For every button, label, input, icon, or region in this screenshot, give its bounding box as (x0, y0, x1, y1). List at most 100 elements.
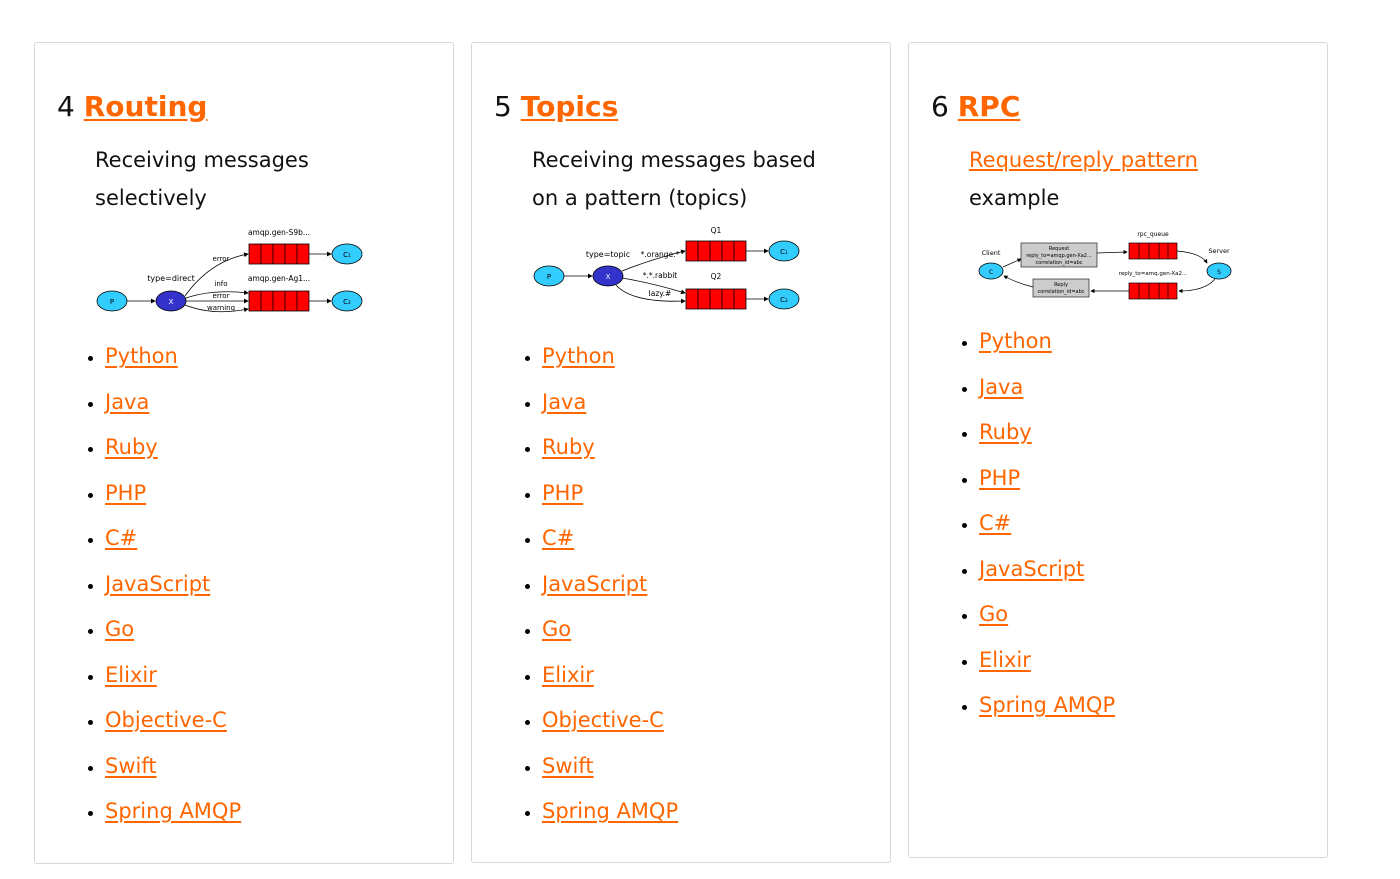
list-item: Ruby (542, 427, 678, 473)
consumer-node (768, 240, 800, 262)
list-item: Ruby (979, 412, 1115, 458)
list-item: Spring AMQP (979, 685, 1115, 731)
list-item: Spring AMQP (105, 791, 241, 837)
language-link-javascript[interactable]: JavaScript (542, 571, 648, 596)
language-link-elixir[interactable]: Elixir (542, 662, 594, 687)
consumer-node (768, 288, 800, 310)
language-link-python[interactable]: Python (105, 344, 178, 368)
language-link-swift[interactable]: Swift (105, 753, 157, 778)
binding-label: lazy.# (649, 289, 672, 298)
language-link-objective-c[interactable]: Objective-C (105, 708, 227, 732)
language-link-csharp[interactable]: C# (542, 526, 575, 550)
list-item: Go (979, 594, 1115, 640)
tutorial-card-topics: 5 Topics Receiving messages based on a p… (471, 42, 891, 863)
language-link-php[interactable]: PHP (105, 480, 147, 505)
queue-1 (685, 240, 747, 262)
language-link-spring-amqp[interactable]: Spring AMQP (979, 693, 1116, 717)
language-link-swift[interactable]: Swift (542, 753, 594, 778)
card-title-link[interactable]: Routing (83, 90, 208, 123)
client-node-label: C (989, 269, 993, 276)
queue-label: rpc_queue (1137, 231, 1169, 238)
language-link-go[interactable]: Go (979, 602, 1009, 626)
language-link-php[interactable]: PHP (979, 465, 1021, 490)
language-link-go[interactable]: Go (542, 617, 572, 641)
consumer-label: C₂ (780, 296, 788, 304)
exchange-type-label: type=direct (147, 274, 194, 283)
queue-label: Q2 (711, 272, 722, 281)
list-item: Objective-C (105, 700, 241, 746)
language-link-java[interactable]: Java (542, 389, 587, 414)
svg-text:reply_to=amqp.gen-Xa2...: reply_to=amqp.gen-Xa2... (1026, 253, 1092, 259)
list-item: PHP (542, 473, 678, 519)
consumer-node (331, 243, 363, 265)
queue-2 (248, 290, 310, 312)
svg-text:Reply: Reply (1054, 282, 1068, 288)
language-link-python[interactable]: Python (979, 329, 1052, 353)
reply-queue-label: reply_to=amq.gen-Xa2... (1119, 271, 1188, 277)
language-link-csharp[interactable]: C# (105, 526, 138, 550)
list-item: PHP (105, 473, 241, 519)
card-description: Request/reply pattern example (969, 141, 1269, 217)
list-item: Elixir (542, 655, 678, 701)
language-link-elixir[interactable]: Elixir (105, 662, 157, 687)
language-link-php[interactable]: PHP (542, 480, 584, 505)
list-item: JavaScript (105, 564, 241, 610)
reply-message-box: Reply correlation_id=abc (1032, 278, 1090, 298)
language-link-go[interactable]: Go (105, 617, 135, 641)
language-link-objective-c[interactable]: Objective-C (542, 708, 664, 732)
exchange-label: X (169, 298, 174, 306)
list-item: Python (542, 336, 678, 382)
language-link-elixir[interactable]: Elixir (979, 647, 1031, 672)
exchange-type-label: type=topic (586, 250, 630, 259)
card-heading: 6 RPC (931, 87, 1020, 127)
language-link-java[interactable]: Java (105, 389, 150, 414)
binding-label: warning (207, 304, 235, 312)
card-number: 5 (494, 90, 512, 123)
card-title-link[interactable]: Topics (520, 90, 619, 123)
svg-text:Request: Request (1049, 246, 1069, 252)
language-link-spring-amqp[interactable]: Spring AMQP (542, 799, 679, 823)
language-link-ruby[interactable]: Ruby (542, 435, 595, 459)
card-title-link[interactable]: RPC (957, 90, 1021, 123)
list-item: Elixir (105, 655, 241, 701)
list-item: JavaScript (542, 564, 678, 610)
description-text: example (969, 186, 1060, 210)
svg-text:correlation_id=abc: correlation_id=abc (1035, 260, 1082, 266)
list-item: C# (542, 518, 678, 564)
list-item: C# (979, 503, 1115, 549)
producer-label: P (547, 273, 551, 281)
list-item: Ruby (105, 427, 241, 473)
queue-label: amqp.gen-S9b... (248, 228, 310, 237)
list-item: Objective-C (542, 700, 678, 746)
card-heading: 5 Topics (494, 87, 618, 127)
binding-label: error (213, 255, 230, 263)
binding-label: *.*.rabbit (643, 271, 678, 280)
list-item: Java (105, 382, 241, 428)
card-number: 4 (57, 90, 75, 123)
tutorial-card-routing: 4 Routing Receiving messages selectively… (34, 42, 454, 864)
card-heading: 4 Routing (57, 87, 207, 127)
language-link-ruby[interactable]: Ruby (105, 435, 158, 459)
list-item: Python (105, 336, 241, 382)
list-item: Spring AMQP (542, 791, 678, 837)
language-list: Python Java Ruby PHP C# JavaScript Go El… (957, 321, 1115, 731)
request-message-box: Request reply_to=amqp.gen-Xa2... correla… (1020, 242, 1098, 268)
consumer-label: C₁ (780, 248, 788, 256)
list-item: PHP (979, 458, 1115, 504)
language-link-ruby[interactable]: Ruby (979, 420, 1032, 444)
language-link-java[interactable]: Java (979, 374, 1024, 399)
queue-label: Q1 (711, 226, 722, 235)
routing-diagram: P X type=direct error info error warning… (96, 228, 363, 313)
request-reply-pattern-link[interactable]: Request/reply pattern (969, 148, 1198, 172)
exchange-node (592, 265, 624, 287)
language-link-csharp[interactable]: C# (979, 511, 1012, 535)
svg-text:correlation_id=abc: correlation_id=abc (1037, 289, 1084, 295)
language-link-spring-amqp[interactable]: Spring AMQP (105, 799, 242, 823)
language-link-javascript[interactable]: JavaScript (979, 556, 1085, 581)
queue-label: amqp.gen-Ag1... (248, 274, 310, 283)
list-item: Swift (542, 746, 678, 792)
language-link-python[interactable]: Python (542, 344, 615, 368)
language-link-javascript[interactable]: JavaScript (105, 571, 211, 596)
consumer-node (331, 290, 363, 312)
